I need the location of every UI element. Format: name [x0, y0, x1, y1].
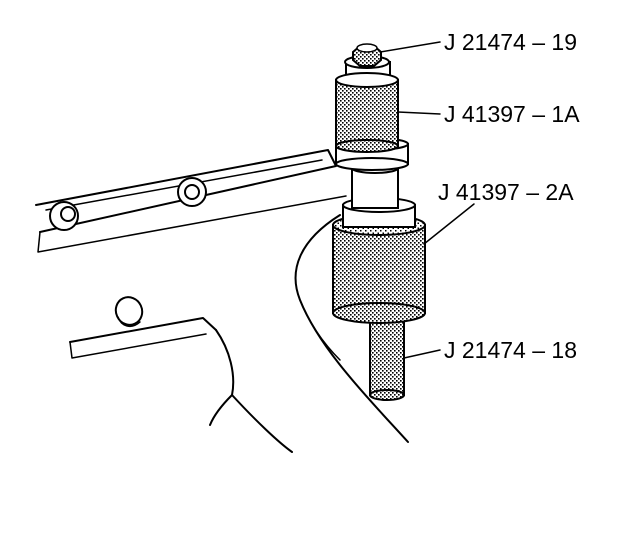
lower-sleeve [332, 197, 426, 324]
hex-nut [352, 43, 382, 67]
engine-block [35, 149, 409, 453]
label-rod: J 21474 – 18 [444, 337, 577, 363]
leader-rod [403, 349, 441, 359]
label-nut: J 21474 – 19 [444, 29, 577, 55]
upper-sleeve [335, 55, 399, 153]
leader-upper-sleeve [397, 111, 441, 115]
tool-assembly [332, 43, 426, 401]
leader-lines [379, 41, 475, 359]
leader-nut [379, 41, 441, 53]
leader-lower-sleeve [423, 203, 475, 245]
label-lower-sleeve: J 41397 – 2A [438, 179, 574, 205]
rail-roller-left [49, 201, 79, 231]
label-upper-sleeve: J 41397 – 1A [444, 101, 580, 127]
rail-roller-right [177, 177, 207, 207]
